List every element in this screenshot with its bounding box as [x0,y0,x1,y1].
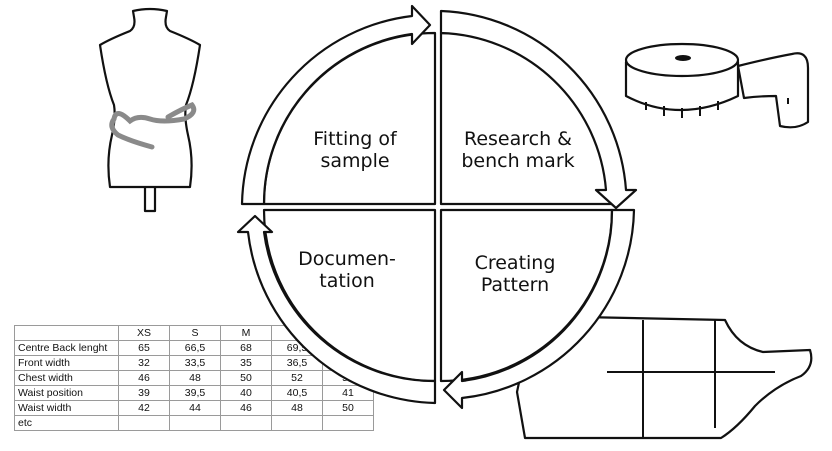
table-row-label: etc [14,415,119,431]
stage-label-research: Research & bench mark [461,128,575,172]
cycle-arrow-left [236,214,437,405]
table-row: etc [14,415,374,431]
stage-label-pattern: Creating Pattern [474,252,556,296]
measuring-tape-icon [624,42,810,129]
stage-label-fitting: Fitting of sample [313,128,397,172]
cycle-arrow-right [439,9,638,210]
table-cell: 39,5 [169,385,221,401]
cycle-arrow-top [240,4,432,206]
quadrant-fitting [262,31,437,206]
cycle-arrow-bottom [442,208,636,410]
table-row: Waist position 39 39,5 40 40,5 41 [14,385,374,401]
stage-label-documentation: Documen- tation [298,248,396,292]
quadrant-documentation [262,208,437,383]
pattern-piece-icon [515,314,813,440]
table-cell: 40,5 [271,385,323,401]
dress-form-icon [98,7,202,213]
table-cell [322,415,374,431]
